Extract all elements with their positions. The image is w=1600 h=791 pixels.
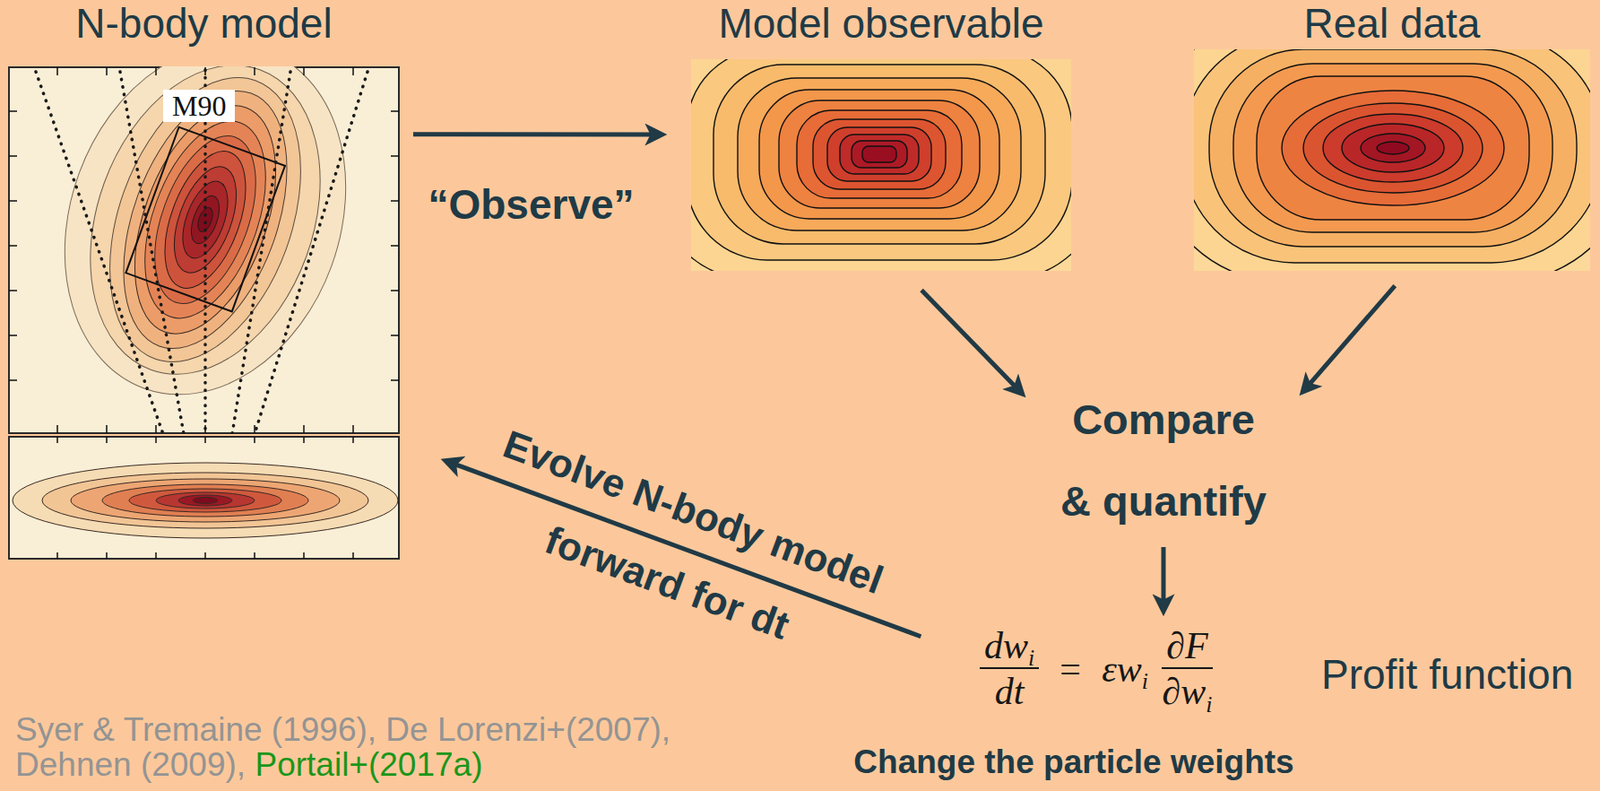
- contour: [691, 59, 1072, 260]
- math-term: εw: [1101, 648, 1142, 690]
- data-contours: [1193, 49, 1591, 271]
- contour: [1233, 63, 1553, 233]
- dotted-line: [254, 71, 368, 434]
- data-map: [1193, 49, 1591, 271]
- fraction: dwidt: [979, 624, 1039, 712]
- edge-label: “Observe”: [427, 180, 634, 228]
- contour: [1281, 90, 1505, 206]
- math-term: dt: [994, 670, 1025, 712]
- equation: dwidt=εwi∂F∂wi: [979, 624, 1217, 712]
- contour: [42, 472, 369, 528]
- panel-heading: Model observable: [691, 0, 1072, 48]
- contour: [1193, 49, 1591, 263]
- contour: [1376, 141, 1410, 155]
- contour: [173, 175, 237, 265]
- dotted-line: [35, 71, 164, 434]
- observable-panel: Model observable: [691, 0, 1072, 271]
- contour: [851, 140, 908, 168]
- dotted-guides: [35, 69, 368, 434]
- data-panel: Real data: [1193, 0, 1591, 271]
- model-map: [691, 59, 1072, 271]
- function-name: Profit function: [1321, 650, 1574, 699]
- flow-arrow: [413, 131, 660, 137]
- math-term: ∂F: [1166, 624, 1208, 666]
- denominator: dt: [990, 668, 1030, 712]
- contour: [1341, 123, 1445, 173]
- contour: [192, 497, 218, 504]
- numerator: dwi: [979, 624, 1039, 669]
- contour: [839, 134, 919, 174]
- contour: [862, 146, 897, 163]
- contour: [73, 66, 337, 389]
- denominator: ∂wi: [1157, 668, 1217, 712]
- contour: [827, 127, 932, 182]
- citation-highlight: Portail+(2017a): [254, 745, 483, 783]
- contour: [713, 64, 1046, 244]
- term: =: [1059, 647, 1082, 691]
- contour: [70, 478, 340, 522]
- model-panel: N-body modelM90: [8, 0, 400, 560]
- subscript: i: [1028, 644, 1035, 671]
- edge-on-panel: [8, 436, 399, 559]
- face-on-view: [8, 66, 399, 434]
- dotted-line: [203, 69, 208, 433]
- edge-on-contours: [12, 462, 398, 538]
- math-term: ∂w: [1161, 670, 1206, 712]
- process-step: Compare & quantify: [1055, 378, 1272, 542]
- panel-heading: Real data: [1193, 0, 1591, 48]
- contour: [178, 494, 233, 506]
- contour: [155, 492, 255, 509]
- fraction: ∂F∂wi: [1157, 624, 1217, 712]
- edge-on-view: [12, 436, 398, 559]
- contour: [102, 484, 309, 517]
- model-tag: M90: [163, 89, 235, 122]
- math-term: =: [1059, 648, 1082, 690]
- contour: [1256, 76, 1530, 220]
- contour: [1303, 103, 1483, 193]
- math-term: dw: [984, 624, 1029, 666]
- boxy-contours: [691, 59, 1072, 271]
- panel-heading: N-body model: [8, 0, 400, 48]
- dotted-line: [232, 71, 291, 434]
- contour: [1360, 133, 1426, 163]
- term: εwi: [1101, 647, 1149, 691]
- axis-ticks: [57, 436, 354, 559]
- contour: [812, 119, 946, 190]
- bar-contours: [17, 66, 394, 434]
- flow-arrow: [1161, 546, 1167, 609]
- contour: [12, 462, 398, 538]
- axis-ticks: [8, 67, 399, 433]
- contour: [691, 59, 1072, 271]
- contour: [796, 110, 962, 199]
- subscript: i: [1205, 691, 1212, 718]
- contour: [129, 488, 282, 512]
- n-body-illustration: [8, 66, 400, 560]
- edge-label: Evolve N-body model forward for dt: [456, 404, 904, 692]
- contour: [134, 121, 276, 317]
- contour: [759, 89, 1000, 219]
- step-label: Compare & quantify: [1055, 378, 1272, 542]
- contour: [737, 77, 1021, 231]
- contour: [1209, 49, 1577, 247]
- subscript: i: [1141, 667, 1149, 694]
- contour: [778, 100, 980, 208]
- flow-arrow: [1304, 285, 1395, 390]
- numerator: ∂F: [1161, 624, 1212, 669]
- flow-arrow: [921, 290, 1021, 393]
- step-caption: Change the particle weights: [853, 743, 1294, 782]
- contour: [1323, 113, 1463, 182]
- citation-block: Syer & Tremaine (1996), De Lorenzi+(2007…: [15, 711, 715, 782]
- contour: [1193, 49, 1591, 271]
- dotted-line: [120, 71, 184, 434]
- contour: [17, 66, 394, 434]
- contour: [92, 69, 320, 372]
